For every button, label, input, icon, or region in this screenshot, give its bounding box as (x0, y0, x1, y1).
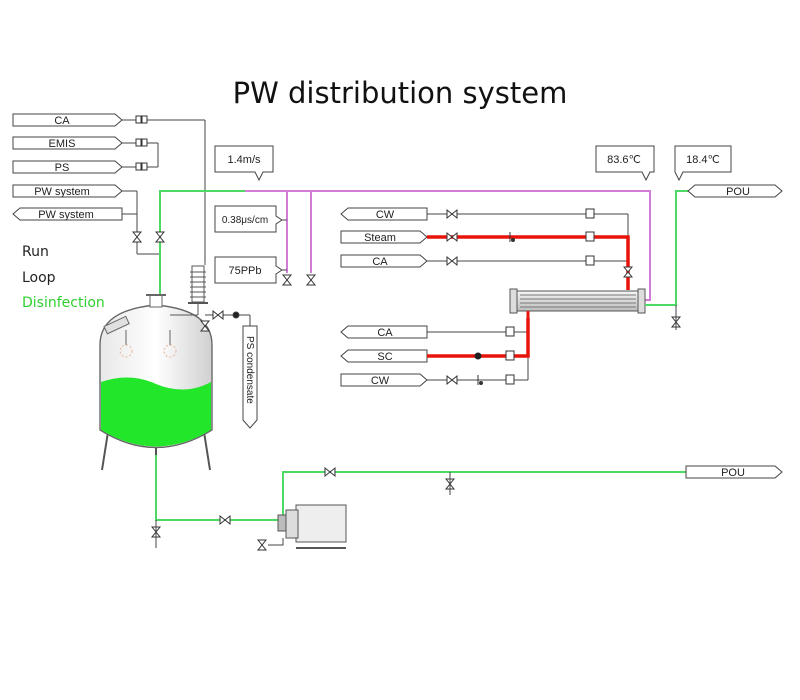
flow-meter-box: 1.4m/s (214, 145, 274, 182)
utility-tag-sc: SC (340, 349, 428, 363)
sample-valve-1[interactable] (282, 274, 292, 286)
pou-tag-bottom: POU (685, 465, 783, 479)
input-tag-emis: EMIS (12, 136, 123, 150)
pou-bottom-label: POU (721, 467, 745, 479)
pump-discharge-valve[interactable] (324, 467, 336, 477)
inlet-valves (135, 115, 148, 171)
input-tag-pw-system-in: PW system (12, 207, 123, 221)
hx-outlet-line-green (645, 190, 690, 306)
input-tag-pw-system-out: PW system (12, 184, 123, 198)
temp-cold-value: 18.4℃ (686, 154, 720, 166)
utility-tag-sc-label: SC (377, 351, 392, 363)
cw-bottom-check (477, 375, 483, 385)
cw-top-valve[interactable] (446, 209, 458, 219)
pump-drain-valve[interactable] (257, 539, 267, 551)
sc-line-red (427, 318, 530, 358)
input-tag-ps: PS (12, 160, 123, 174)
utility-tag-ca-bottom: CA (340, 325, 428, 339)
upper-actuated-valves[interactable] (585, 208, 595, 266)
cw-bottom-valve[interactable] (446, 375, 458, 385)
vent-filter (170, 262, 208, 316)
ps-condensate-tag: PS condensate (242, 325, 258, 429)
tank-water-level (101, 377, 211, 447)
utility-tag-cw-top-label: CW (376, 209, 395, 221)
pw-system-valve[interactable] (132, 231, 142, 243)
pump-suction-valve[interactable] (219, 515, 231, 525)
condensate-line (205, 311, 251, 326)
utility-tag-ca-bottom-label: CA (377, 327, 393, 339)
temp-box-cold: 18.4℃ (674, 145, 732, 182)
return-valve[interactable] (155, 231, 165, 243)
temp-hot-value: 83.6℃ (607, 154, 641, 166)
supply-line-green (155, 455, 690, 521)
input-tag-ca-label: CA (54, 115, 70, 127)
pou-tag-top: POU (687, 184, 783, 198)
flow-meter-value: 1.4m/s (227, 154, 261, 166)
toc-value: 75PPb (228, 265, 261, 277)
input-tag-emis-label: EMIS (49, 138, 76, 150)
ps-condensate-label: PS condensate (244, 336, 255, 404)
sample-valve-2[interactable] (306, 274, 316, 286)
pump-drain (268, 538, 284, 546)
pou-top-label: POU (726, 186, 750, 198)
utility-tag-ca-top-label: CA (372, 256, 388, 268)
toc-box: 75PPb (214, 256, 283, 284)
input-tag-ps-label: PS (55, 162, 70, 174)
input-tag-ca: CA (12, 113, 123, 127)
upper-utility-lines (427, 213, 629, 290)
steam-valve[interactable] (446, 232, 458, 242)
utility-tag-steam: Steam (340, 230, 428, 244)
circulation-pump (277, 504, 347, 549)
temp-box-hot: 83.6℃ (595, 145, 655, 182)
conductivity-value: 0.38μs/cm (222, 215, 268, 226)
inlet-lines (122, 119, 206, 265)
storage-tank (99, 294, 213, 471)
steam-trap (509, 232, 515, 242)
sc-trap (474, 352, 482, 360)
condensate-valve[interactable] (212, 310, 224, 320)
page-title: PW distribution system (232, 76, 568, 110)
input-tag-pw-system-out-label: PW system (34, 186, 90, 198)
input-tag-pw-system-in-label: PW system (38, 209, 94, 221)
utility-tag-cw-top: CW (340, 207, 428, 221)
conductivity-box: 0.38μs/cm (214, 205, 283, 233)
heat-exchanger (509, 288, 646, 320)
lower-actuated-valves[interactable] (505, 326, 515, 385)
steam-inlet-valve[interactable] (623, 266, 633, 278)
mode-run-label: Run (22, 244, 49, 260)
loop-return-line-magenta (245, 190, 651, 301)
utility-tag-ca-top: CA (340, 254, 428, 268)
utility-tag-steam-label: Steam (364, 232, 396, 244)
mode-loop-label: Loop (22, 270, 56, 286)
ca-top-valve[interactable] (446, 256, 458, 266)
utility-tag-cw-bottom: CW (340, 373, 428, 387)
instrument-lines (282, 219, 287, 271)
mode-disinfection-label: Disinfection (22, 295, 105, 311)
utility-tag-cw-bottom-label: CW (371, 375, 390, 387)
